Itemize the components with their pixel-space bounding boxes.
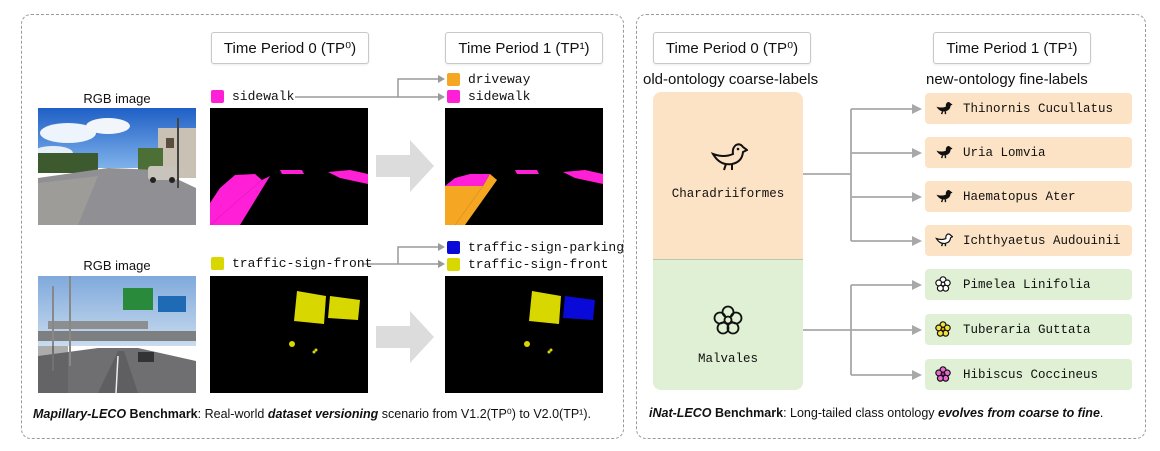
old-label-text: traffic-sign-front [232, 256, 373, 271]
coarse-label: Charadriiformes [671, 187, 785, 201]
new-label-traffic-sign-parking: traffic-sign-parking [447, 240, 624, 255]
segmentation-mask-tp0-row2 [210, 276, 368, 393]
new-label-traffic-sign-front: traffic-sign-front [447, 257, 608, 272]
fine-label: Uria Lomvia [963, 145, 1046, 160]
caption-text-2: . [1099, 406, 1104, 420]
swatch-sidewalk [211, 90, 224, 103]
fine-label: Pimelea Linifolia [963, 277, 1091, 292]
swatch-traffic-sign-front-new [447, 258, 460, 271]
left-tp1-header: Time Period 1 (TP¹) [445, 32, 603, 64]
mapillary-panel [21, 14, 624, 439]
caption-text-1: : Long-tailed class ontology [783, 406, 939, 420]
rgb-label-row2: RGB image [83, 258, 151, 273]
swatch-traffic-sign-parking [447, 241, 460, 254]
left-tp0-header: Time Period 0 (TP⁰) [211, 32, 369, 64]
flower-icon [713, 305, 743, 335]
new-label-driveway: driveway [447, 72, 530, 87]
caption-benchmark-name: Mapillary-LECO [33, 407, 127, 421]
mapillary-caption: Mapillary-LECO Benchmark: Real-world dat… [33, 406, 591, 421]
right-tp1-header: Time Period 1 (TP¹) [933, 32, 1091, 64]
new-label-text: sidewalk [468, 89, 531, 104]
caption-benchmark-name: iNat-LECO [649, 406, 712, 420]
caption-text-1: : Real-world [197, 407, 268, 421]
swatch-traffic-sign-front [211, 257, 224, 270]
fine-class-item: Ichthyaetus Audouinii [925, 225, 1132, 256]
bird-icon [935, 144, 953, 162]
right-tp0-header: Time Period 0 (TP⁰) [653, 32, 811, 64]
new-label-text: traffic-sign-parking [468, 240, 625, 255]
fine-class-item: Uria Lomvia [925, 137, 1132, 168]
fine-class-item: Pimelea Linifolia [925, 269, 1132, 300]
fine-label: Thinornis Cucullatus [963, 101, 1114, 116]
old-ontology-header: old-ontology coarse-labels [643, 71, 819, 88]
flower-icon [935, 275, 953, 294]
fine-label: Haematopus Ater [963, 189, 1076, 204]
coarse-label: Malvales [697, 352, 758, 366]
old-label-text: sidewalk [232, 89, 295, 104]
old-label-traffic-sign-front: traffic-sign-front [211, 256, 372, 271]
caption-emphasis: dataset versioning [267, 407, 379, 421]
inat-caption: iNat-LECO Benchmark: Long-tailed class o… [649, 406, 1103, 420]
new-label-text: traffic-sign-front [468, 257, 609, 272]
bird-icon [935, 188, 953, 206]
swatch-driveway [447, 73, 460, 86]
old-label-sidewalk: sidewalk [211, 89, 294, 104]
flower-pink-icon [935, 365, 953, 384]
fine-class-item: Hibiscus Coccineus [925, 359, 1132, 390]
fine-label: Hibiscus Coccineus [963, 367, 1099, 382]
caption-text-2: scenario from V1.2(TP⁰) to V2.0(TP¹). [378, 407, 591, 421]
caption-benchmark-word: Benchmark [126, 407, 198, 421]
new-ontology-header: new-ontology fine-labels [926, 71, 1088, 88]
caption-benchmark-word: Benchmark [711, 406, 784, 420]
fine-class-item: Haematopus Ater [925, 181, 1132, 212]
rgb-image-street [38, 108, 196, 225]
rgb-label-row1: RGB image [83, 91, 151, 106]
bird-outline-icon [935, 232, 953, 250]
rgb-image-highway [38, 276, 196, 393]
new-label-sidewalk: sidewalk [447, 89, 530, 104]
caption-emphasis: evolves from coarse to fine [938, 406, 1100, 420]
segmentation-mask-tp0-row1 [210, 108, 368, 225]
fine-class-item: Tuberaria Guttata [925, 314, 1132, 345]
bird-icon [935, 100, 953, 118]
swatch-sidewalk-new [447, 90, 460, 103]
bird-icon [710, 143, 748, 171]
coarse-class-charadriiformes: Charadriiformes [653, 92, 803, 259]
segmentation-mask-tp1-row2 [445, 276, 603, 393]
flower-yellow-icon [935, 320, 953, 339]
new-label-text: driveway [468, 72, 531, 87]
fine-label: Ichthyaetus Audouinii [963, 233, 1121, 248]
fine-class-item: Thinornis Cucullatus [925, 93, 1132, 124]
fine-label: Tuberaria Guttata [963, 322, 1091, 337]
inat-panel [636, 14, 1146, 439]
segmentation-mask-tp1-row1 [445, 108, 603, 225]
coarse-class-malvales: Malvales [653, 259, 803, 390]
